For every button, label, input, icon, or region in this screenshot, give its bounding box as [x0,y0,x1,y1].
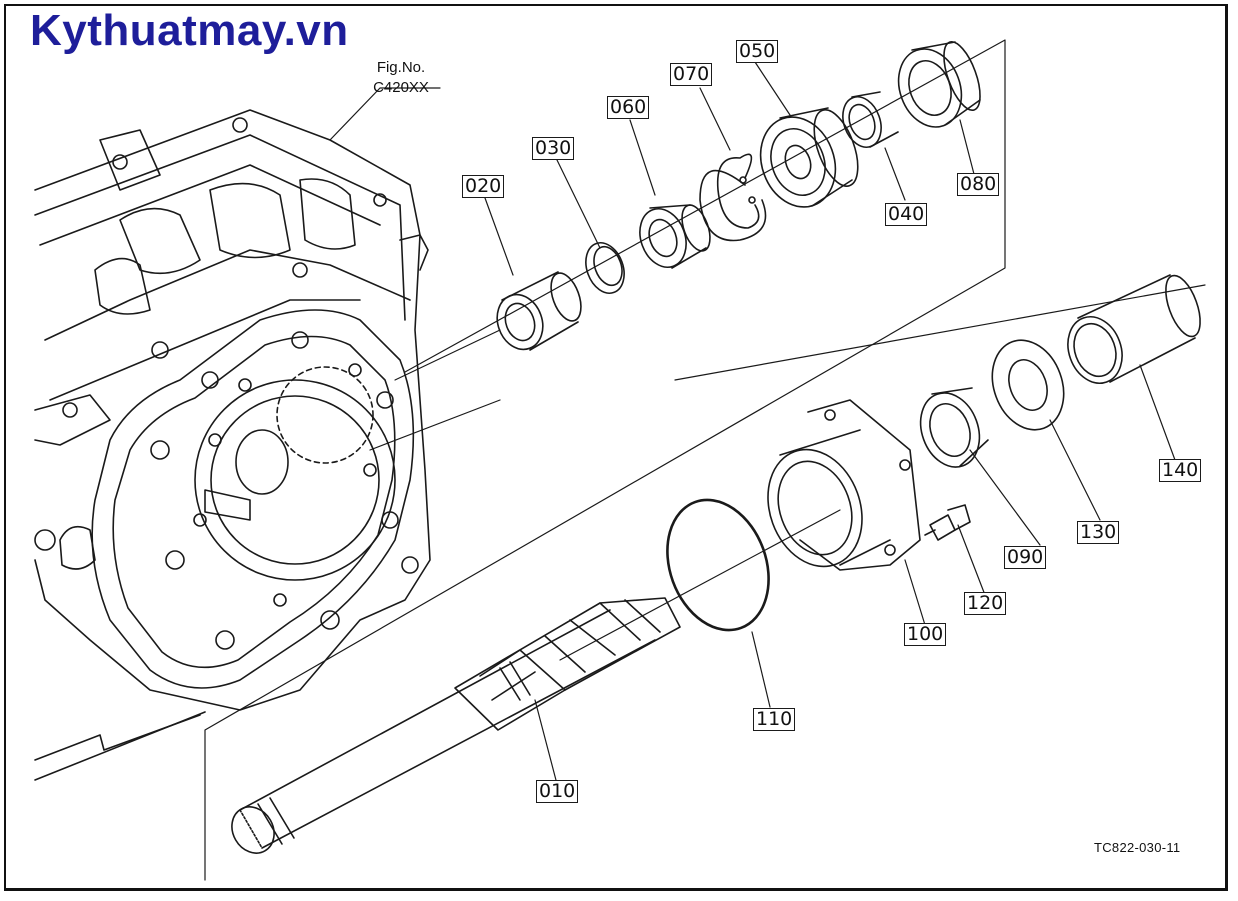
part-label-060[interactable]: 060 [607,96,650,119]
part-090-oil-seal [919,387,989,468]
part-label-040[interactable]: 040 [885,203,928,226]
part-010-shaft [231,597,681,854]
leader-lines [484,61,1176,785]
part-label-110[interactable]: 110 [753,708,796,731]
part-label-100[interactable]: 100 [904,623,947,646]
part-060-collar [639,204,711,269]
reference-lines [204,39,1206,881]
part-label-030[interactable]: 030 [532,137,575,160]
figure-reference: Fig.No. C420XX [362,58,440,98]
part-label-140[interactable]: 140 [1159,459,1202,482]
figure-number: C420XX [373,79,429,96]
part-label-070[interactable]: 070 [670,63,713,86]
part-120-plug [924,504,971,541]
drawing-frame [4,4,1228,891]
part-label-020[interactable]: 020 [462,175,505,198]
part-080-oil-seal [897,41,981,128]
part-label-010[interactable]: 010 [536,780,579,803]
part-040-collar [842,91,899,148]
document-code: TC822-030-11 [1094,840,1181,855]
part-140-sleeve [1067,274,1201,384]
part-070-circlip [699,153,767,242]
transmission-housing [34,109,431,781]
part-130-washer [991,339,1065,431]
part-030-snap-ring [585,242,625,294]
part-label-050[interactable]: 050 [736,40,779,63]
part-label-080[interactable]: 080 [957,173,1000,196]
part-label-130[interactable]: 130 [1077,521,1120,544]
part-110-o-ring [666,498,770,632]
site-watermark: Kythuatmay.vn [30,6,349,55]
part-label-090[interactable]: 090 [1004,546,1047,569]
part-050-ball-bearing [759,107,859,208]
part-020-needle-bearing [496,271,582,351]
figure-label: Fig.No. [376,59,426,76]
part-100-flange-housing [767,399,921,571]
part-label-120[interactable]: 120 [964,592,1007,615]
